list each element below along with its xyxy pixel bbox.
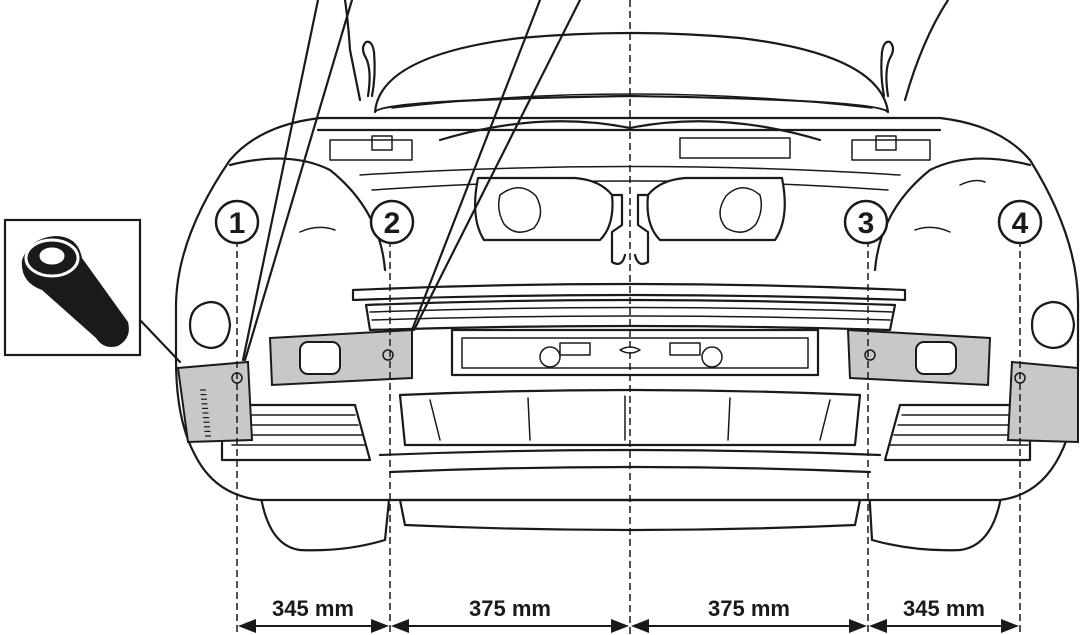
callout-label-4: 4 [1012, 207, 1029, 240]
inset-box [3, 218, 182, 364]
callout-4: 4 [997, 199, 1043, 245]
hood-strut-left [343, 0, 376, 102]
dimension-label-1: 345 mm [272, 596, 354, 621]
dimension-3: 375 mm [631, 596, 867, 633]
dimension-label-4: 345 mm [903, 596, 985, 621]
callout-label-1: 1 [229, 207, 246, 240]
tape-strip-2 [268, 328, 413, 387]
pointer-lines [241, 0, 582, 362]
tape-strip-4 [1006, 360, 1079, 444]
dimension-label-2: 375 mm [469, 596, 551, 621]
mark-circle-2 [382, 349, 394, 361]
reference-lines [236, 0, 1021, 635]
callout-label-2: 2 [384, 207, 401, 240]
callout-3: 3 [843, 199, 889, 245]
tape-strip-3 [846, 328, 992, 387]
mark-circle-3 [864, 349, 876, 361]
callout-2: 2 [369, 199, 415, 245]
dimension-row: 345 mm 375 mm 375 mm 345 mm [238, 596, 1019, 633]
dimension-4: 345 mm [869, 596, 1019, 633]
raised-hood [373, 31, 890, 114]
car-body [174, 116, 1080, 532]
dimension-2: 375 mm [391, 596, 629, 633]
callout-label-3: 3 [858, 207, 875, 240]
tape-roll-icon [21, 236, 129, 347]
callout-1: 1 [214, 199, 260, 245]
dimension-label-3: 375 mm [708, 596, 790, 621]
dimension-1: 345 mm [238, 596, 389, 633]
hood-strut-right [880, 0, 950, 102]
